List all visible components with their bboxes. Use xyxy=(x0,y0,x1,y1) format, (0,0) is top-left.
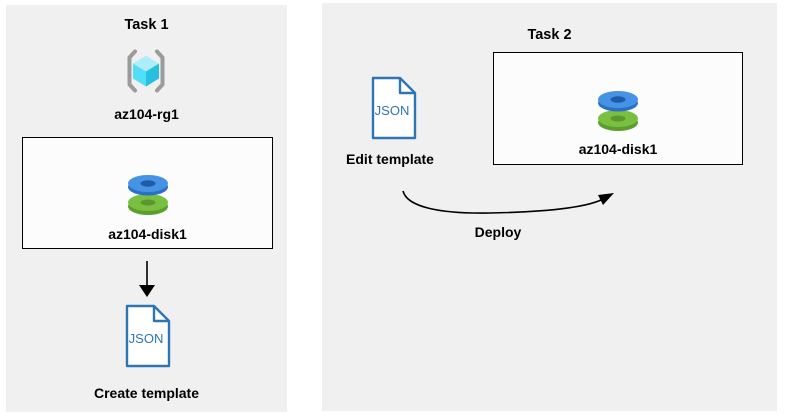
disk-label: az104-disk1 xyxy=(578,141,658,157)
cube-icon xyxy=(133,55,159,87)
disk-box-task2: az104-disk1 xyxy=(493,52,743,165)
managed-disk-icon xyxy=(598,91,638,131)
bracket-left-icon xyxy=(127,49,137,93)
down-arrow-icon xyxy=(139,261,155,297)
managed-disk-icon xyxy=(127,175,168,215)
task2-panel: Task 2 JSON Edit template az104-disk1 xyxy=(322,3,777,411)
disk-label: az104-disk1 xyxy=(108,226,187,242)
deploy-curved-arrow-icon xyxy=(402,190,614,214)
deploy-label: Deploy xyxy=(474,224,522,240)
create-template-label: Create template xyxy=(93,385,200,401)
bracket-right-icon xyxy=(155,49,165,93)
edit-template-label: Edit template xyxy=(346,151,434,167)
task1-panel: Task 1 az104-rg1 az104-disk1 xyxy=(6,5,287,412)
json-file-icon: JSON xyxy=(371,76,417,140)
disk-box-task1: az104-disk1 xyxy=(22,137,273,249)
task2-title: Task 2 xyxy=(527,27,572,43)
resource-group-icon xyxy=(127,49,165,93)
json-file-text: JSON xyxy=(375,103,410,118)
json-file-text: JSON xyxy=(129,331,164,346)
json-file-icon: JSON xyxy=(125,304,171,368)
task1-title: Task 1 xyxy=(124,17,169,33)
resource-group-label: az104-rg1 xyxy=(114,106,179,122)
